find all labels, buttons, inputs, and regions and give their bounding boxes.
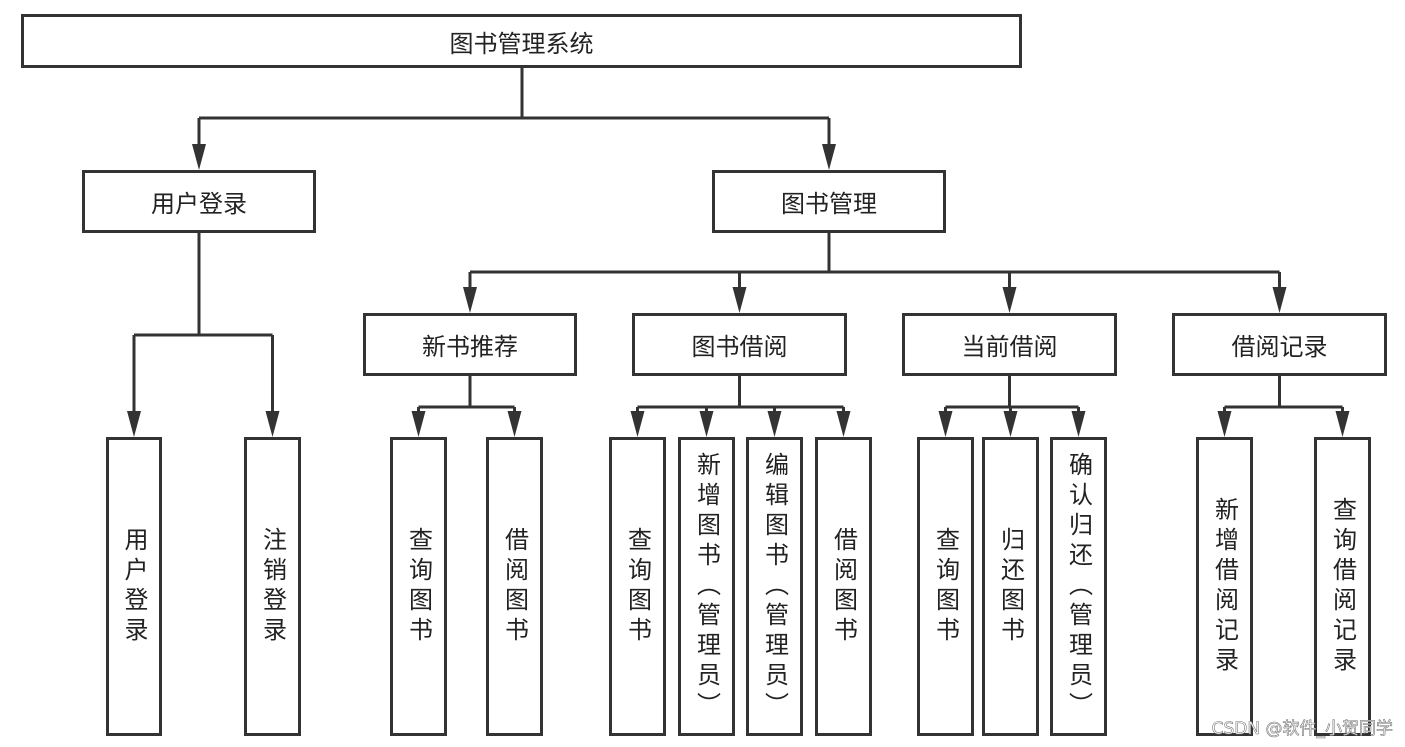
level2-node: 新书推荐 bbox=[363, 313, 577, 376]
node-label: 用户登录 bbox=[151, 190, 247, 218]
leaf-node: 注销登录 bbox=[244, 437, 301, 736]
root-node: 图书管理系统 bbox=[21, 14, 1022, 68]
node-label: 查询图书 bbox=[931, 526, 960, 647]
node-label: 新增图书（管理员） bbox=[692, 451, 721, 722]
arrow-head-icon bbox=[1217, 411, 1232, 437]
arrow-head-icon bbox=[630, 411, 645, 437]
arrow-head-icon bbox=[1002, 287, 1017, 313]
level1-node: 用户登录 bbox=[82, 170, 316, 233]
node-label: 新增借阅记录 bbox=[1210, 496, 1239, 677]
node-label: 图书借阅 bbox=[691, 333, 788, 361]
leaf-node: 查询图书 bbox=[609, 437, 666, 736]
node-label: 当前借阅 bbox=[961, 333, 1058, 361]
arrow-head-icon bbox=[767, 411, 782, 437]
arrow-head-icon bbox=[1272, 287, 1287, 313]
node-label: 查询图书 bbox=[623, 526, 652, 647]
watermark: CSDN @软件_小贺同学 bbox=[1211, 719, 1393, 740]
level2-node: 图书借阅 bbox=[632, 313, 847, 376]
node-label: 借阅图书 bbox=[829, 526, 858, 647]
arrow-head-icon bbox=[732, 287, 747, 313]
leaf-node: 查询图书 bbox=[917, 437, 974, 736]
arrow-head-icon bbox=[1003, 411, 1018, 437]
arrow-head-icon bbox=[836, 411, 851, 437]
node-label: 查询图书 bbox=[404, 526, 433, 647]
node-label: 图书管理 bbox=[781, 190, 877, 218]
arrow-head-icon bbox=[938, 411, 953, 437]
leaf-node: 新增图书（管理员） bbox=[678, 437, 735, 736]
level2-node: 当前借阅 bbox=[902, 313, 1117, 376]
node-label: 编辑图书（管理员） bbox=[760, 451, 789, 722]
level2-node: 借阅记录 bbox=[1172, 313, 1387, 376]
node-label: 图书管理系统 bbox=[449, 29, 594, 58]
leaf-node: 借阅图书 bbox=[486, 437, 543, 736]
node-label: 新书推荐 bbox=[422, 333, 518, 361]
node-label: 归还图书 bbox=[996, 526, 1025, 647]
node-label: 注销登录 bbox=[258, 526, 287, 647]
leaf-node: 查询图书 bbox=[390, 437, 447, 736]
arrow-head-icon bbox=[1335, 411, 1350, 437]
node-label: 借阅图书 bbox=[500, 526, 529, 647]
leaf-node: 新增借阅记录 bbox=[1196, 437, 1253, 736]
leaf-node: 查询借阅记录 bbox=[1314, 437, 1371, 736]
node-label: 确认归还（管理员） bbox=[1064, 451, 1093, 722]
level1-node: 图书管理 bbox=[712, 170, 946, 233]
node-label: 借阅记录 bbox=[1231, 333, 1328, 361]
leaf-node: 归还图书 bbox=[982, 437, 1039, 736]
arrow-head-icon bbox=[127, 411, 141, 437]
leaf-node: 用户登录 bbox=[106, 437, 162, 736]
arrow-head-icon bbox=[699, 411, 714, 437]
leaf-node: 确认归还（管理员） bbox=[1050, 437, 1107, 736]
arrow-head-icon bbox=[192, 144, 206, 170]
arrow-head-icon bbox=[507, 411, 522, 437]
arrow-head-icon bbox=[463, 287, 477, 313]
node-label: 用户登录 bbox=[120, 526, 148, 647]
leaf-node: 借阅图书 bbox=[815, 437, 872, 736]
node-label: 查询借阅记录 bbox=[1328, 496, 1357, 677]
arrow-head-icon bbox=[822, 144, 836, 170]
leaf-node: 编辑图书（管理员） bbox=[746, 437, 803, 736]
arrow-head-icon bbox=[411, 411, 426, 437]
arrow-head-icon bbox=[265, 411, 280, 437]
arrow-head-icon bbox=[1071, 411, 1086, 437]
